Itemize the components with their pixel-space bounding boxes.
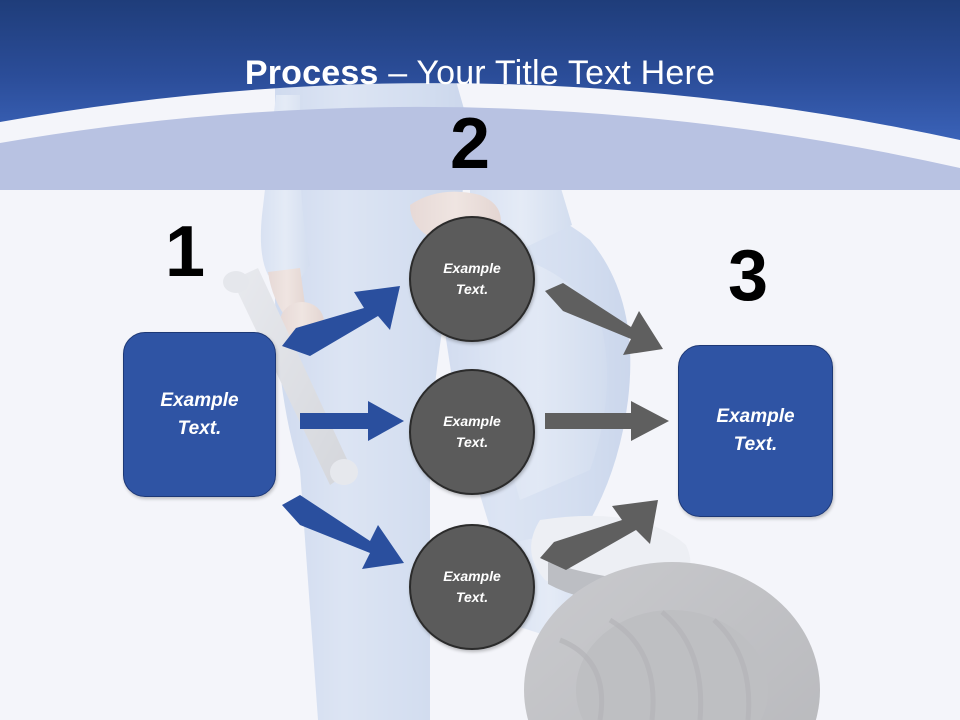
step-number-3: 3: [727, 236, 769, 316]
step-number-2: 2: [449, 104, 491, 184]
stage3-box-line2: Text.: [733, 434, 778, 455]
step-number-1: 1: [164, 212, 206, 292]
stage2-circle-bottom-line1: Example: [443, 568, 501, 584]
stage2-circle-middle-line2: Text.: [455, 434, 489, 450]
page-title-rest: – Your Title Text Here: [378, 54, 716, 92]
stage2-circle-top[interactable]: Example Text.: [409, 216, 535, 342]
stage3-box-line1: Example: [716, 406, 795, 427]
stage2-circle-middle-line1: Example: [443, 413, 501, 429]
arrow-grey-up-right-icon: [540, 500, 658, 570]
stage1-box-line1: Example: [160, 389, 239, 411]
stage2-circle-bottom-line2: Text.: [455, 589, 489, 605]
stage3-box[interactable]: Example Text.: [678, 345, 833, 517]
page-title-bold: Process: [244, 54, 379, 92]
arrow-blue-mid-icon: [300, 401, 404, 441]
stage2-circle-top-line2: Text.: [455, 281, 489, 297]
arrow-grey-down-right-icon: [545, 283, 663, 355]
arrow-blue-down-icon: [282, 495, 404, 569]
stage2-circle-top-line1: Example: [443, 260, 501, 276]
stage1-box-line2: Text.: [177, 417, 222, 439]
stage2-circle-middle[interactable]: Example Text.: [409, 369, 535, 495]
page-title: Process – Your Title Text Here: [0, 52, 960, 94]
stage2-circle-bottom[interactable]: Example Text.: [409, 524, 535, 650]
stage1-box[interactable]: Example Text.: [123, 332, 276, 497]
arrow-grey-right-icon: [545, 401, 669, 441]
arrow-blue-up-icon: [282, 286, 400, 356]
